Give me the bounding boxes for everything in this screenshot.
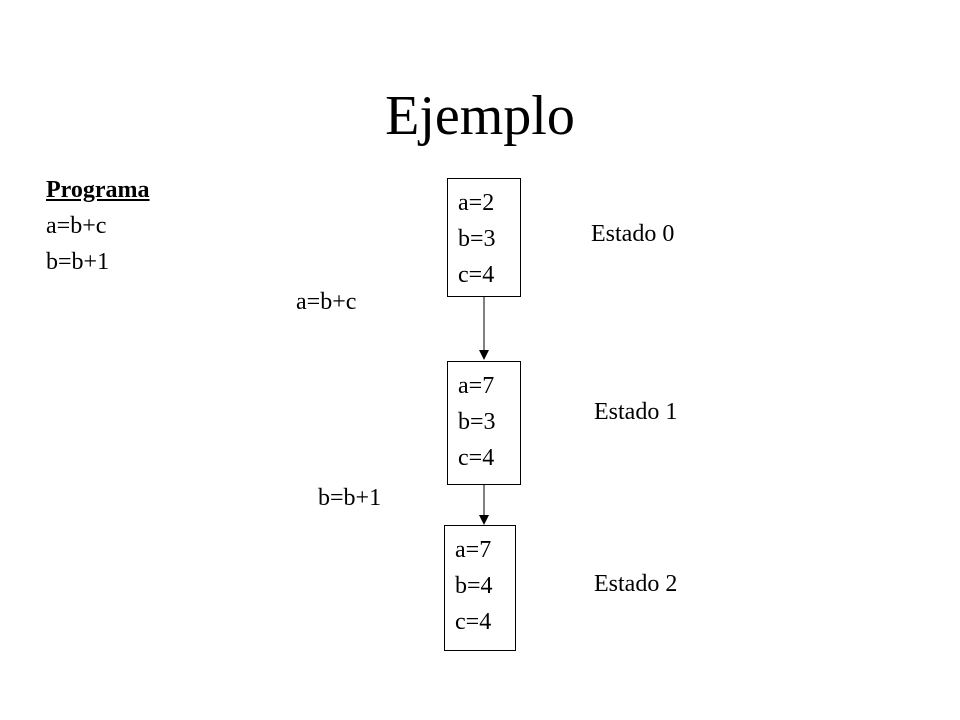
state-value: b=3 (458, 409, 496, 435)
transition-label-1: b=b+1 (318, 485, 382, 511)
state-value: a=7 (455, 537, 492, 563)
state-label-2: Estado 2 (594, 571, 678, 597)
state-box-2: a=7 b=4 c=4 (444, 525, 516, 651)
state-value: a=2 (458, 190, 495, 216)
state-box-1: a=7 b=3 c=4 (447, 361, 521, 485)
transition-label-0: a=b+c (296, 289, 357, 315)
state-box-0: a=2 b=3 c=4 (447, 178, 521, 297)
state-label-1: Estado 1 (594, 399, 678, 425)
program-line: a=b+c (46, 213, 107, 239)
state-label-0: Estado 0 (591, 221, 675, 247)
state-value: c=4 (458, 262, 495, 288)
slide-title: Ejemplo (385, 85, 575, 147)
state-value: c=4 (458, 445, 495, 471)
state-value: b=4 (455, 573, 493, 599)
program-listing: Programa a=b+c b=b+1 (46, 172, 150, 280)
state-value: a=7 (458, 373, 495, 399)
state-value: c=4 (455, 609, 492, 635)
program-line: b=b+1 (46, 249, 110, 275)
program-heading: Programa (46, 177, 150, 203)
state-value: b=3 (458, 226, 496, 252)
